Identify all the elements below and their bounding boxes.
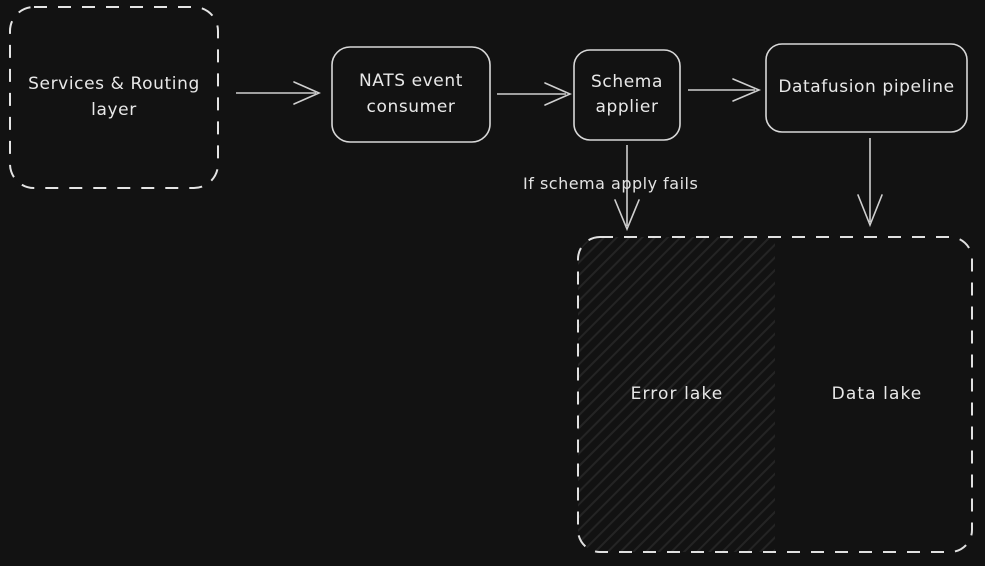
schema-applier-shape[interactable] (573, 49, 681, 141)
edge-datafusion-to-data-lake (857, 138, 883, 228)
data-lake-region[interactable] (775, 237, 972, 552)
edge-label-if-schema-apply-fails: If schema apply fails (523, 174, 699, 193)
datafusion-pipeline-shape[interactable] (765, 43, 968, 133)
edge-schema-to-datafusion (688, 78, 762, 102)
nats-event-consumer-shape[interactable] (331, 46, 491, 143)
edge-services-to-nats (236, 81, 321, 105)
services-routing-layer-shape[interactable] (9, 6, 219, 189)
error-lake-region[interactable] (578, 237, 775, 552)
edge-schema-to-error-lake (614, 145, 640, 232)
edge-nats-to-schema (497, 82, 572, 106)
lakes-container-group (577, 236, 973, 553)
lakes-container-border (577, 236, 973, 553)
